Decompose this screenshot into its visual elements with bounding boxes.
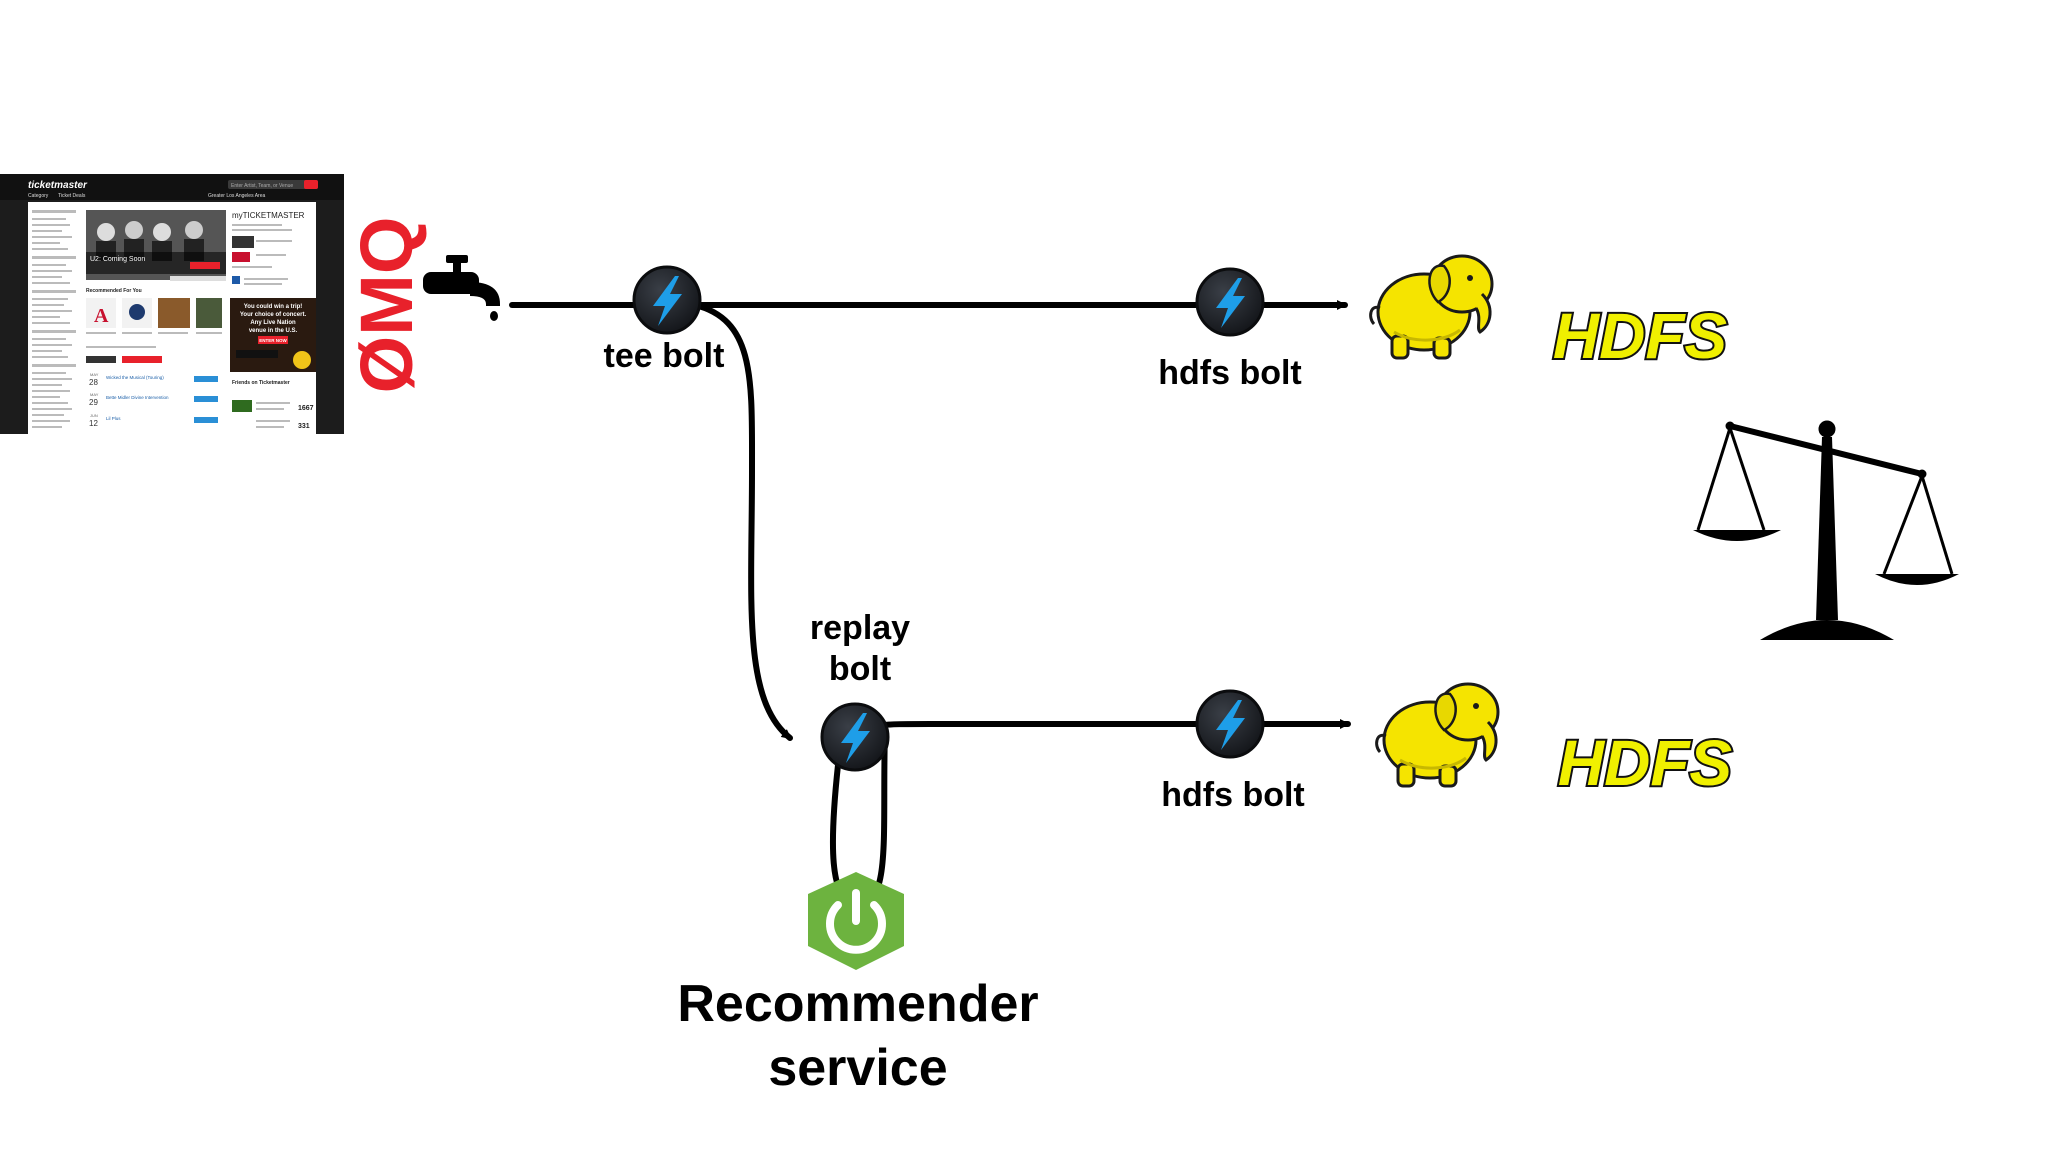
bottom-stream-line: [850, 719, 1351, 739]
hdfs-bolt-top-label: hdfs bolt: [1158, 354, 1302, 392]
hero-caption: U2: Coming Soon: [90, 256, 145, 263]
hadoop-elephant-icon: [1375, 682, 1500, 788]
replay-bolt-label-line2: bolt: [829, 650, 891, 688]
svg-text:A: A: [94, 305, 109, 327]
storm-bolt-icon: [1195, 267, 1265, 337]
hadoop-elephant-icon: [1369, 254, 1494, 360]
category-sidebar: [32, 210, 76, 428]
hdfs-bottom-text: HDFS: [1558, 727, 1733, 799]
svg-text:1667: 1667: [298, 405, 314, 412]
recommended-tiles[interactable]: A: [86, 298, 222, 328]
ticketmaster-screenshot: ticketmaster Enter Artist, Team, or Venu…: [0, 174, 344, 434]
svg-text:Any Live Nation: Any Live Nation: [250, 320, 296, 326]
svg-text:JUN: JUN: [90, 413, 98, 418]
recommender-service-node[interactable]: [808, 872, 904, 970]
list-item[interactable]: MAY 28 Wicked the Musical (Touring): [89, 372, 218, 387]
search-input[interactable]: Enter Artist, Team, or Venue: [231, 183, 293, 189]
svg-text:MAY: MAY: [90, 392, 99, 397]
zeromq-logo: ØMQ: [345, 217, 428, 394]
svg-text:ENTER NOW: ENTER NOW: [259, 338, 287, 343]
power-icon: [826, 889, 886, 954]
hdfs-bolt-top-node[interactable]: [1195, 267, 1265, 337]
svg-text:Your choice of concert.: Your choice of concert.: [240, 312, 307, 318]
faucet-icon: [423, 255, 500, 321]
location-selector[interactable]: Greater Los Angeles Area: [208, 193, 265, 199]
recommended-heading: Recommended For You: [86, 288, 142, 294]
balance-scale-icon: [1693, 420, 1959, 640]
list-item[interactable]: MAY 29 Bette Midler Divine Intervention: [89, 392, 218, 407]
svg-text:29: 29: [89, 398, 98, 407]
nav-category[interactable]: Category: [28, 193, 49, 199]
storm-bolt-icon: [820, 702, 890, 772]
hero-banner[interactable]: U2: Coming Soon: [86, 210, 226, 281]
svg-text:Bette Midler Divine Interventi: Bette Midler Divine Intervention: [106, 395, 169, 400]
tee-bolt-label: tee bolt: [604, 337, 725, 375]
connectors: [509, 300, 1351, 909]
events-list: MAY 28 Wicked the Musical (Touring) MAY …: [89, 372, 218, 428]
tee-to-replay-line: [692, 302, 793, 741]
recommender-label-line1: Recommender: [677, 975, 1038, 1033]
hdfs-bolt-bottom-node[interactable]: [1195, 689, 1265, 759]
tee-bolt-node[interactable]: [632, 265, 702, 335]
svg-text:12: 12: [89, 419, 98, 428]
hdfs-top-sink: HDFS: [1369, 254, 1729, 374]
list-item[interactable]: JUN 12 Lil Plus: [89, 413, 218, 428]
replay-bolt-label-line1: replay: [810, 609, 910, 647]
storm-bolt-icon: [1195, 689, 1265, 759]
hdfs-bolt-bottom-label: hdfs bolt: [1161, 776, 1305, 814]
friends-heading: Friends on Ticketmaster: [232, 380, 290, 386]
search-icon[interactable]: [304, 180, 318, 189]
hdfs-top-text: HDFS: [1553, 300, 1728, 372]
svg-text:venue in the U.S.: venue in the U.S.: [249, 328, 298, 334]
nav-ticket-deals[interactable]: Ticket Deals: [58, 193, 86, 199]
side-panel-title: myTICKETMASTER: [232, 211, 305, 220]
svg-text:MAY: MAY: [90, 372, 99, 377]
hdfs-bottom-sink: HDFS: [1375, 682, 1734, 801]
brand-logo: ticketmaster: [28, 180, 88, 191]
svg-text:331: 331: [298, 423, 310, 430]
replay-bolt-node[interactable]: [820, 702, 890, 772]
svg-text:28: 28: [89, 378, 98, 387]
svg-text:You could win a trip!: You could win a trip!: [244, 304, 303, 310]
svg-text:Lil Plus: Lil Plus: [106, 416, 121, 421]
storm-bolt-icon: [632, 265, 702, 335]
svg-text:Wicked the Musical (Touring): Wicked the Musical (Touring): [106, 375, 164, 380]
recommender-label-line2: service: [768, 1039, 947, 1097]
promo-banner[interactable]: You could win a trip! Your choice of con…: [230, 298, 316, 372]
